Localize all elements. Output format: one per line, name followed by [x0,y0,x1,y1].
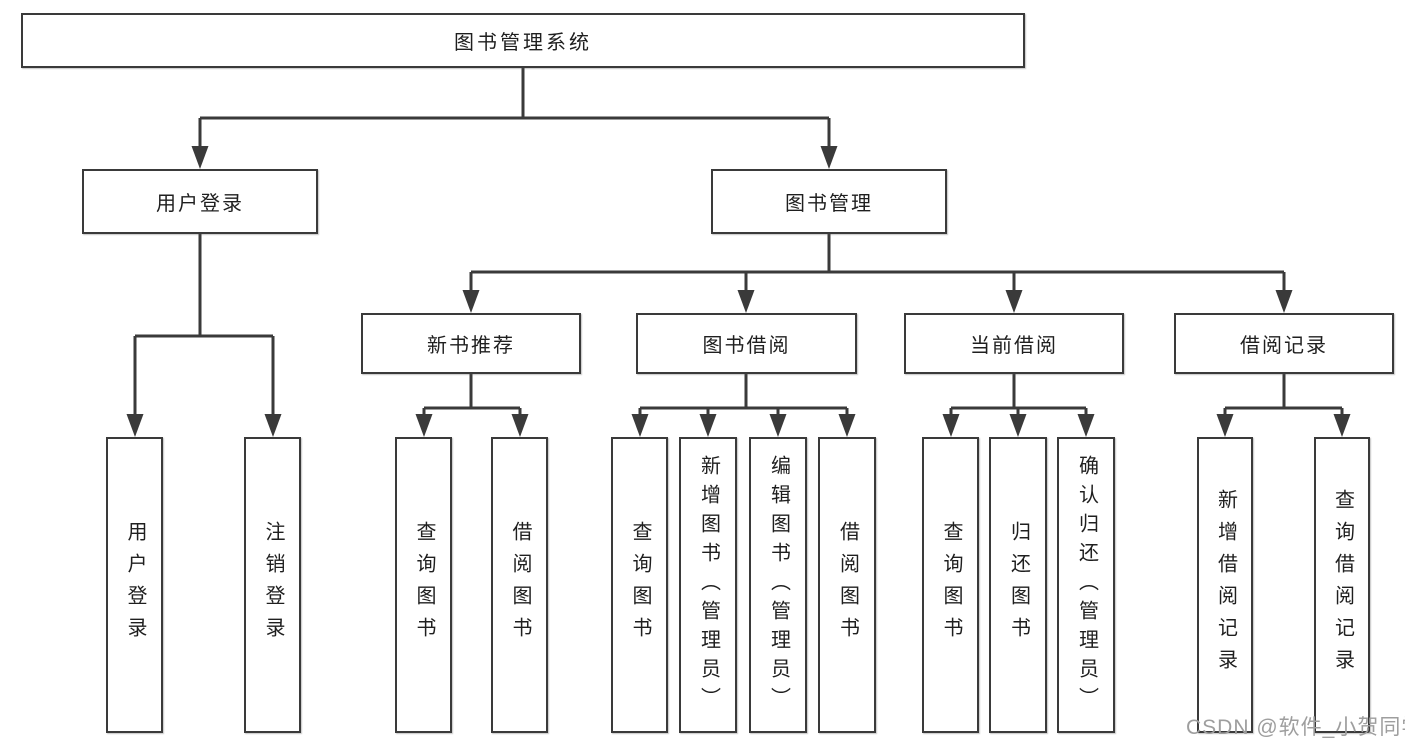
csdn-watermark: CSDN @软件_小贺同学 [1186,716,1405,739]
leaf-logout: 注销登录 [244,437,301,733]
node-label: 图书管理 [785,193,873,215]
node-label: 借阅图书 [509,521,531,649]
leaf-return-books: 归还图书 [989,437,1047,733]
node-label: 新增图书（管理员） [697,454,720,716]
leaf-query-books-current: 查询图书 [922,437,979,733]
leaf-edit-books-admin: 编辑图书（管理员） [749,437,807,733]
node-label: 新增借阅记录 [1214,489,1237,681]
node-label: 当前借阅 [970,335,1058,357]
node-user-login-group: 用户登录 [82,169,318,234]
node-label: 新书推荐 [427,335,515,357]
leaf-user-login: 用户登录 [106,437,163,733]
node-system-root: 图书管理系统 [21,13,1025,68]
node-label: 用户登录 [156,193,244,215]
node-label: 借阅图书 [836,521,859,649]
leaf-add-borrow-record: 新增借阅记录 [1197,437,1253,733]
node-label: 用户登录 [124,521,146,649]
node-book-management: 图书管理 [711,169,947,234]
node-current-borrowing: 当前借阅 [904,313,1124,374]
leaf-query-books-recommend: 查询图书 [395,437,452,733]
leaf-borrow-books: 借阅图书 [818,437,876,733]
leaf-borrow-books-recommend: 借阅图书 [491,437,548,733]
leaf-query-books-borrow: 查询图书 [611,437,668,733]
node-label: 查询图书 [413,521,435,649]
node-label: 查询图书 [629,521,651,649]
node-label: 图书管理系统 [454,32,592,54]
node-label: 编辑图书（管理员） [767,454,790,716]
node-label: 借阅记录 [1240,335,1328,357]
node-label: 归还图书 [1007,521,1030,649]
node-label: 确认归还（管理员） [1075,454,1098,716]
node-label: 注销登录 [262,521,284,649]
node-book-borrowing: 图书借阅 [636,313,857,374]
node-new-book-recommend: 新书推荐 [361,313,581,374]
leaf-confirm-return-admin: 确认归还（管理员） [1057,437,1115,733]
leaf-add-books-admin: 新增图书（管理员） [679,437,737,733]
leaf-query-borrow-record: 查询借阅记录 [1314,437,1370,733]
node-label: 查询借阅记录 [1331,489,1354,681]
node-borrowing-records: 借阅记录 [1174,313,1394,374]
node-label: 图书借阅 [702,335,791,357]
node-label: 查询图书 [940,521,962,649]
